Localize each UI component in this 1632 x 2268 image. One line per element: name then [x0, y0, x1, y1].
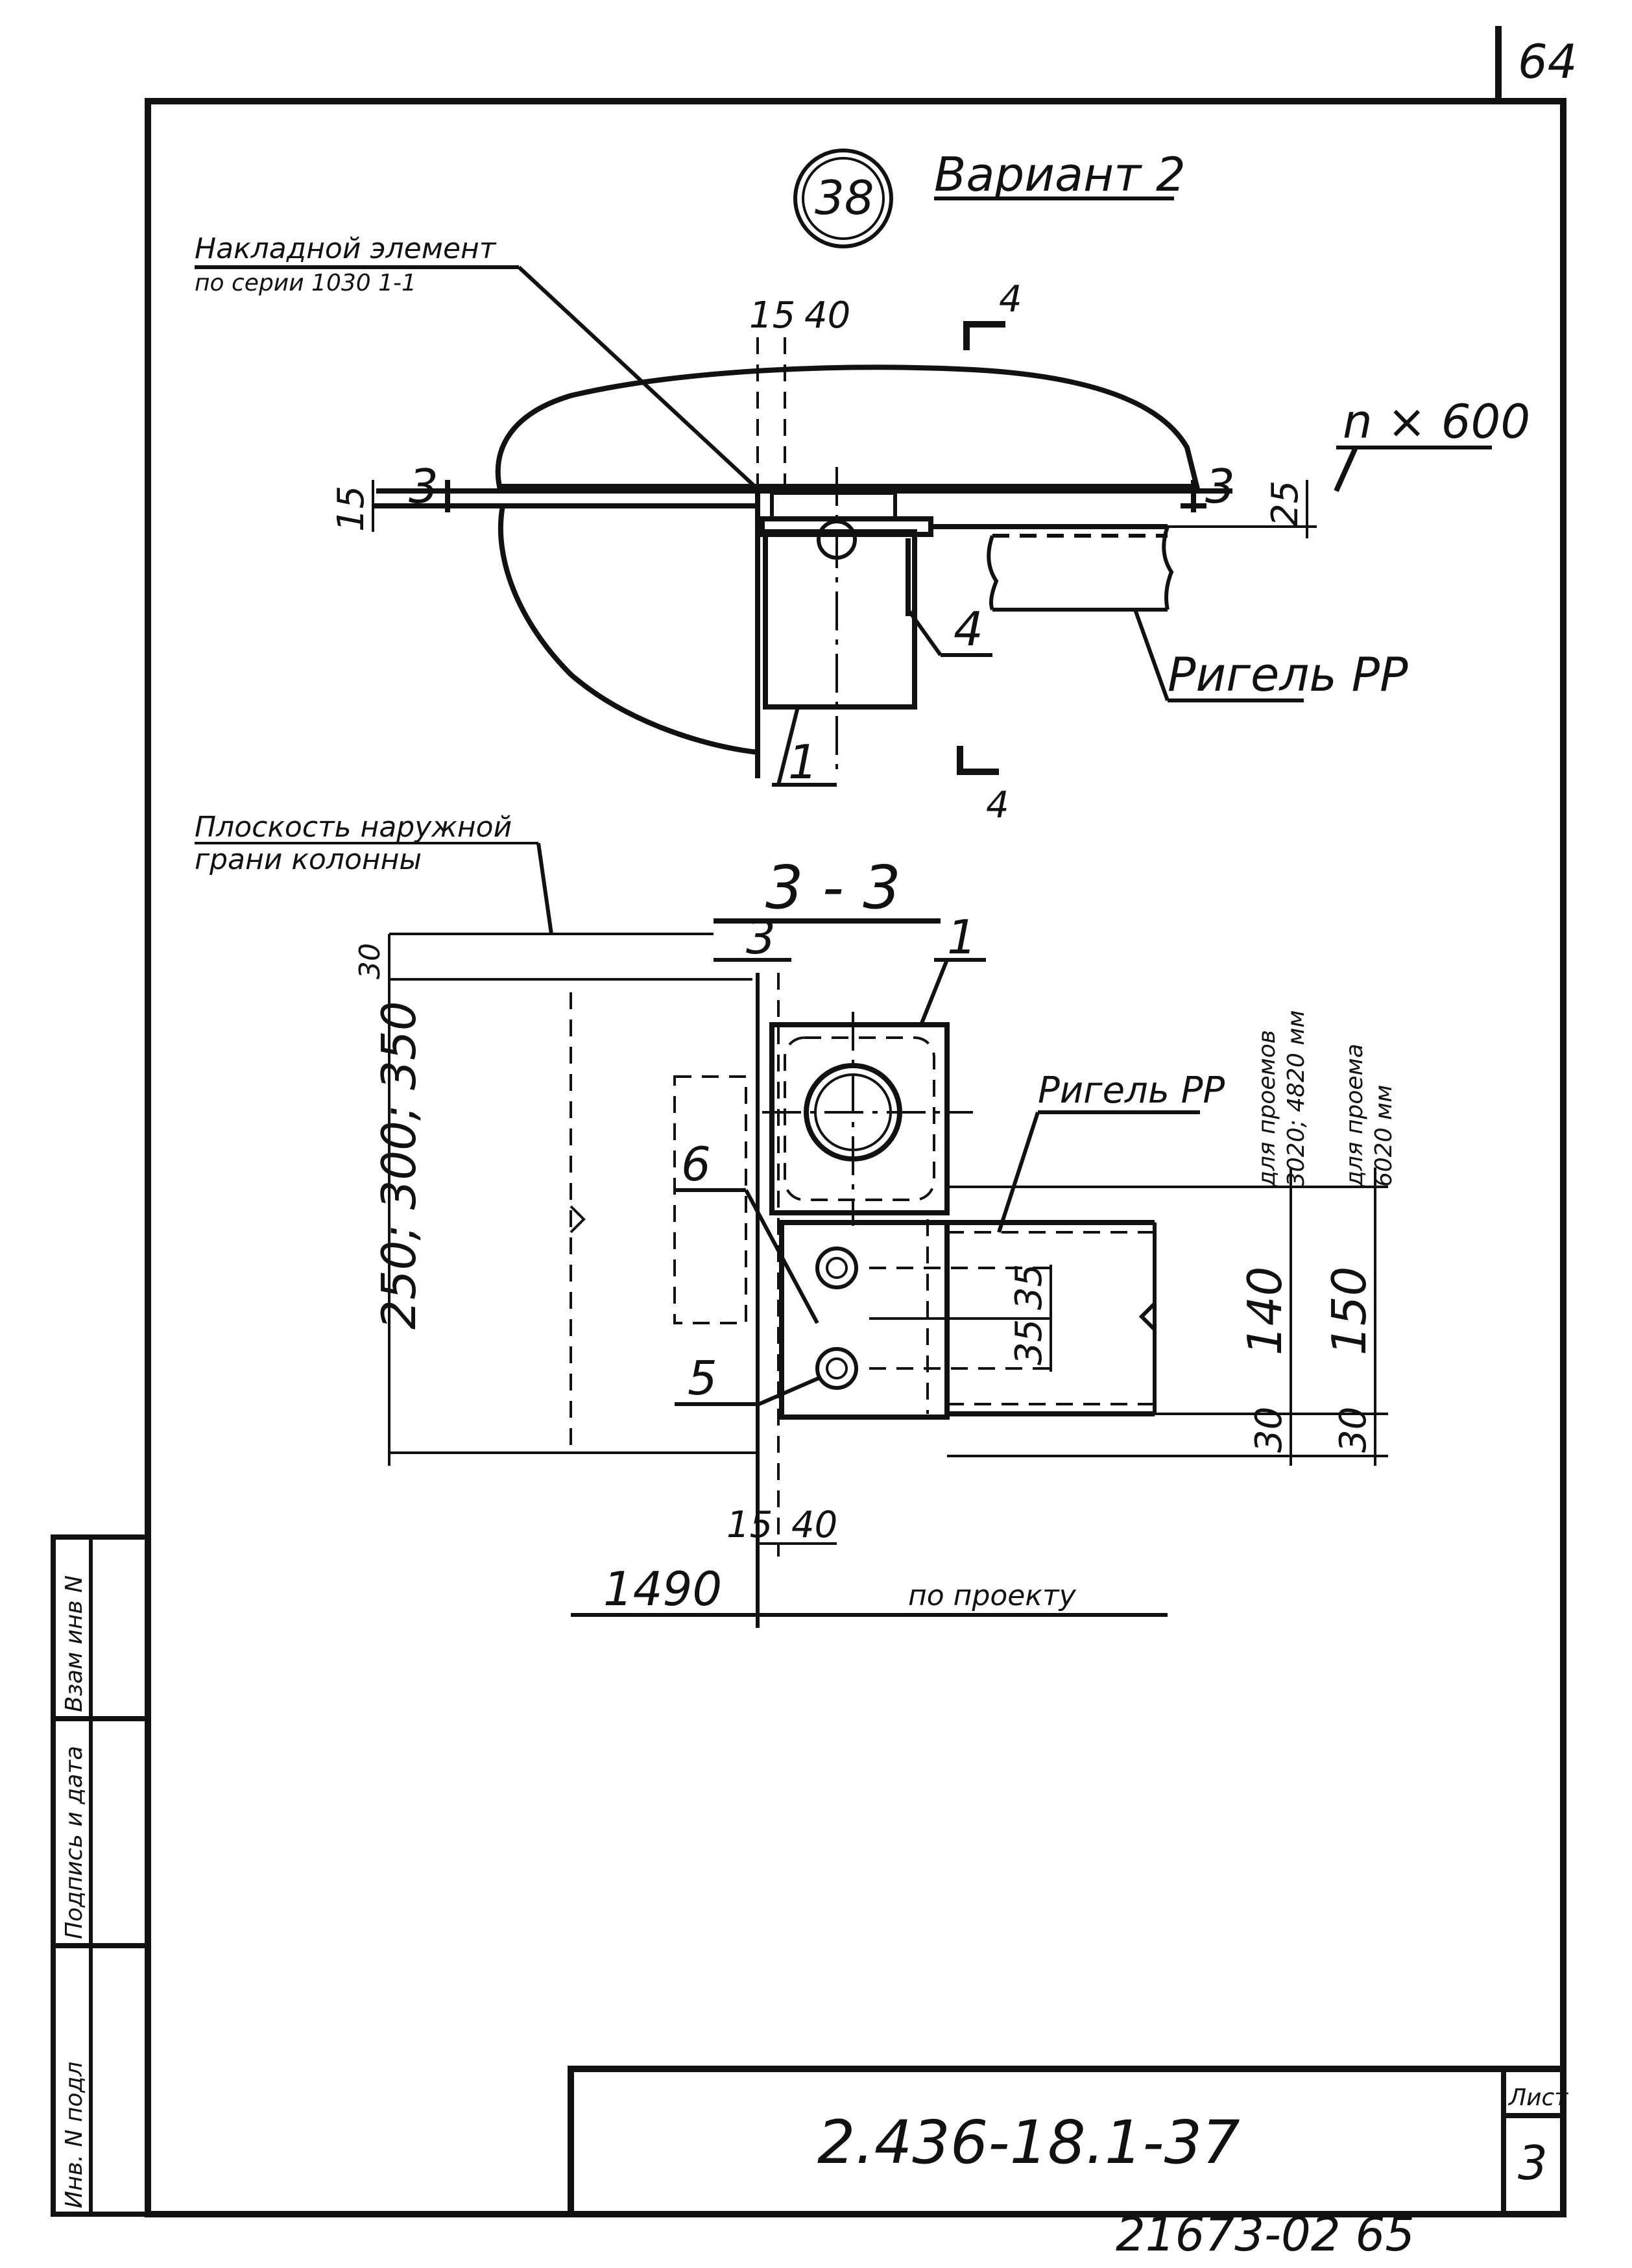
cut-mark-4-top: [963, 321, 1005, 350]
sheet-number: 3: [1518, 2136, 1548, 2190]
rigel-plan: [779, 1219, 1157, 1420]
cut-mark-4-bottom: [957, 746, 999, 775]
overlay-element-series: по серии 1030 1-1: [195, 270, 416, 296]
dim-25-right: 25: [1264, 481, 1306, 527]
callout-4-upper: 4: [954, 602, 983, 656]
dim-40-bottom: 40: [791, 1504, 837, 1546]
side-stamp: [51, 1534, 150, 2217]
plane-note-line1: Плоскость наружной: [195, 811, 512, 844]
concrete-column: [498, 503, 760, 756]
dim-1490: 1490: [603, 1562, 722, 1616]
node-callout: [793, 149, 893, 248]
rigel-label-upper: Ригель РР: [1168, 647, 1408, 702]
dim-140: 140: [1238, 1267, 1292, 1355]
cut-label-4-top: 4: [999, 278, 1022, 320]
rigel-beam-upper: [931, 524, 1174, 612]
openings-note-2-line1: для проема: [1341, 1044, 1368, 1188]
section-mark-3-right: 3: [1205, 459, 1235, 514]
openings-note-2-line2: 6020 мм: [1371, 1085, 1397, 1187]
dim-30-b: 30: [1332, 1407, 1374, 1453]
dim-35-upper: 35: [1008, 1264, 1050, 1310]
openings-note-1-line1: для проемов: [1254, 1030, 1280, 1188]
variant-title: Вариант 2: [934, 147, 1186, 202]
title-block: [568, 2066, 1566, 2217]
side-stamp-col1: Инв. N подл: [61, 2062, 88, 2208]
dim-15-left: 15: [330, 486, 372, 532]
pitch-label: n × 600: [1343, 394, 1530, 449]
overlay-element-label: Накладной элемент: [195, 232, 497, 265]
callout-1-section: 1: [947, 910, 977, 964]
dim-35-lower: 35: [1008, 1319, 1050, 1365]
dim-height: 250; 300; 350: [372, 1001, 426, 1330]
bolt-lower: [815, 1347, 858, 1390]
dim-15-top: 15: [749, 294, 795, 337]
page-number: 64: [1518, 34, 1578, 89]
sheet-label: Лист: [1507, 2084, 1568, 2111]
rigel-label-section: Ригель РР: [1038, 1069, 1225, 1112]
bolt-upper: [815, 1247, 858, 1289]
dim-40-top: 40: [804, 294, 850, 337]
side-stamp-col3: Взам инв N: [61, 1575, 88, 1712]
stamp-code: 21673-02 65: [1116, 2207, 1415, 2262]
cut-label-4-bottom: 4: [986, 784, 1009, 826]
by-project: по проекту: [908, 1579, 1077, 1612]
dim-30-top: 30: [354, 943, 387, 979]
callout-5: 5: [688, 1351, 717, 1405]
concrete-slab: [495, 364, 1201, 489]
section-mark-3-left: 3: [409, 459, 438, 514]
dim-30-a: 30: [1248, 1407, 1290, 1453]
callout-1-upper: 1: [788, 735, 818, 789]
drawing-designation: 2.436-18.1-37: [817, 2108, 1240, 2177]
side-stamp-col2: Подпись и дата: [61, 1746, 88, 1939]
column-plate: [762, 1012, 973, 1226]
dim-15-bottom: 15: [726, 1504, 773, 1546]
openings-note-1-line2: 3020; 4820 мм: [1283, 1010, 1310, 1187]
dim-3-top: 3: [746, 910, 776, 964]
callout-6: 6: [681, 1137, 711, 1191]
plane-note-line2: грани колонны: [195, 843, 422, 876]
dim-150: 150: [1322, 1267, 1376, 1355]
node-number: 38: [815, 171, 874, 225]
steel-column: [760, 467, 933, 778]
section-title: 3 - 3: [765, 853, 901, 922]
